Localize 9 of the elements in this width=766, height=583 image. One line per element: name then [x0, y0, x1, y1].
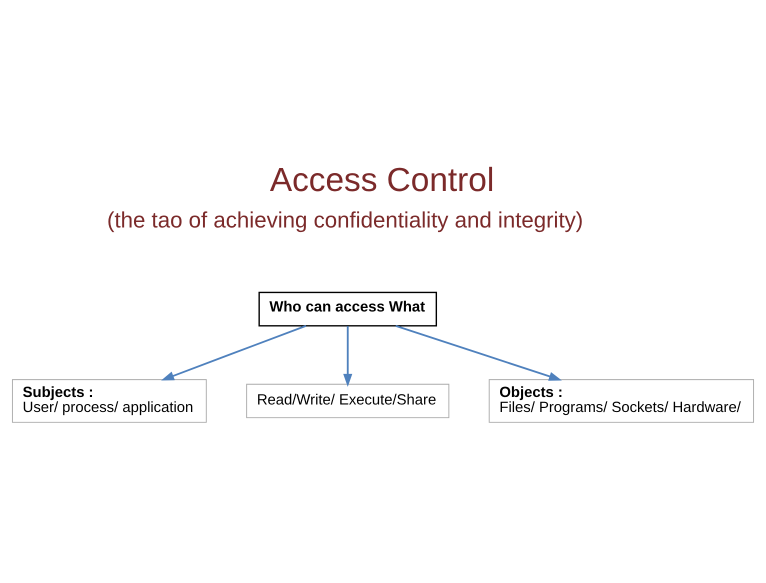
node-box: Read/Write/ Execute/Share — [246, 384, 450, 418]
label: (the tao of achieving confidentiality and integrity) — [107, 208, 584, 233]
arrow — [395, 324, 562, 381]
node-box: Objects : Files/ Programs/ Sockets/ Hardware/ — [488, 379, 754, 423]
arrow — [343, 326, 352, 387]
node-box: Who can access What — [258, 292, 438, 327]
node-box: Subjects : User/ process/ application — [12, 379, 207, 423]
diagram-title: Access Control — [270, 162, 494, 200]
arrow — [161, 324, 306, 381]
